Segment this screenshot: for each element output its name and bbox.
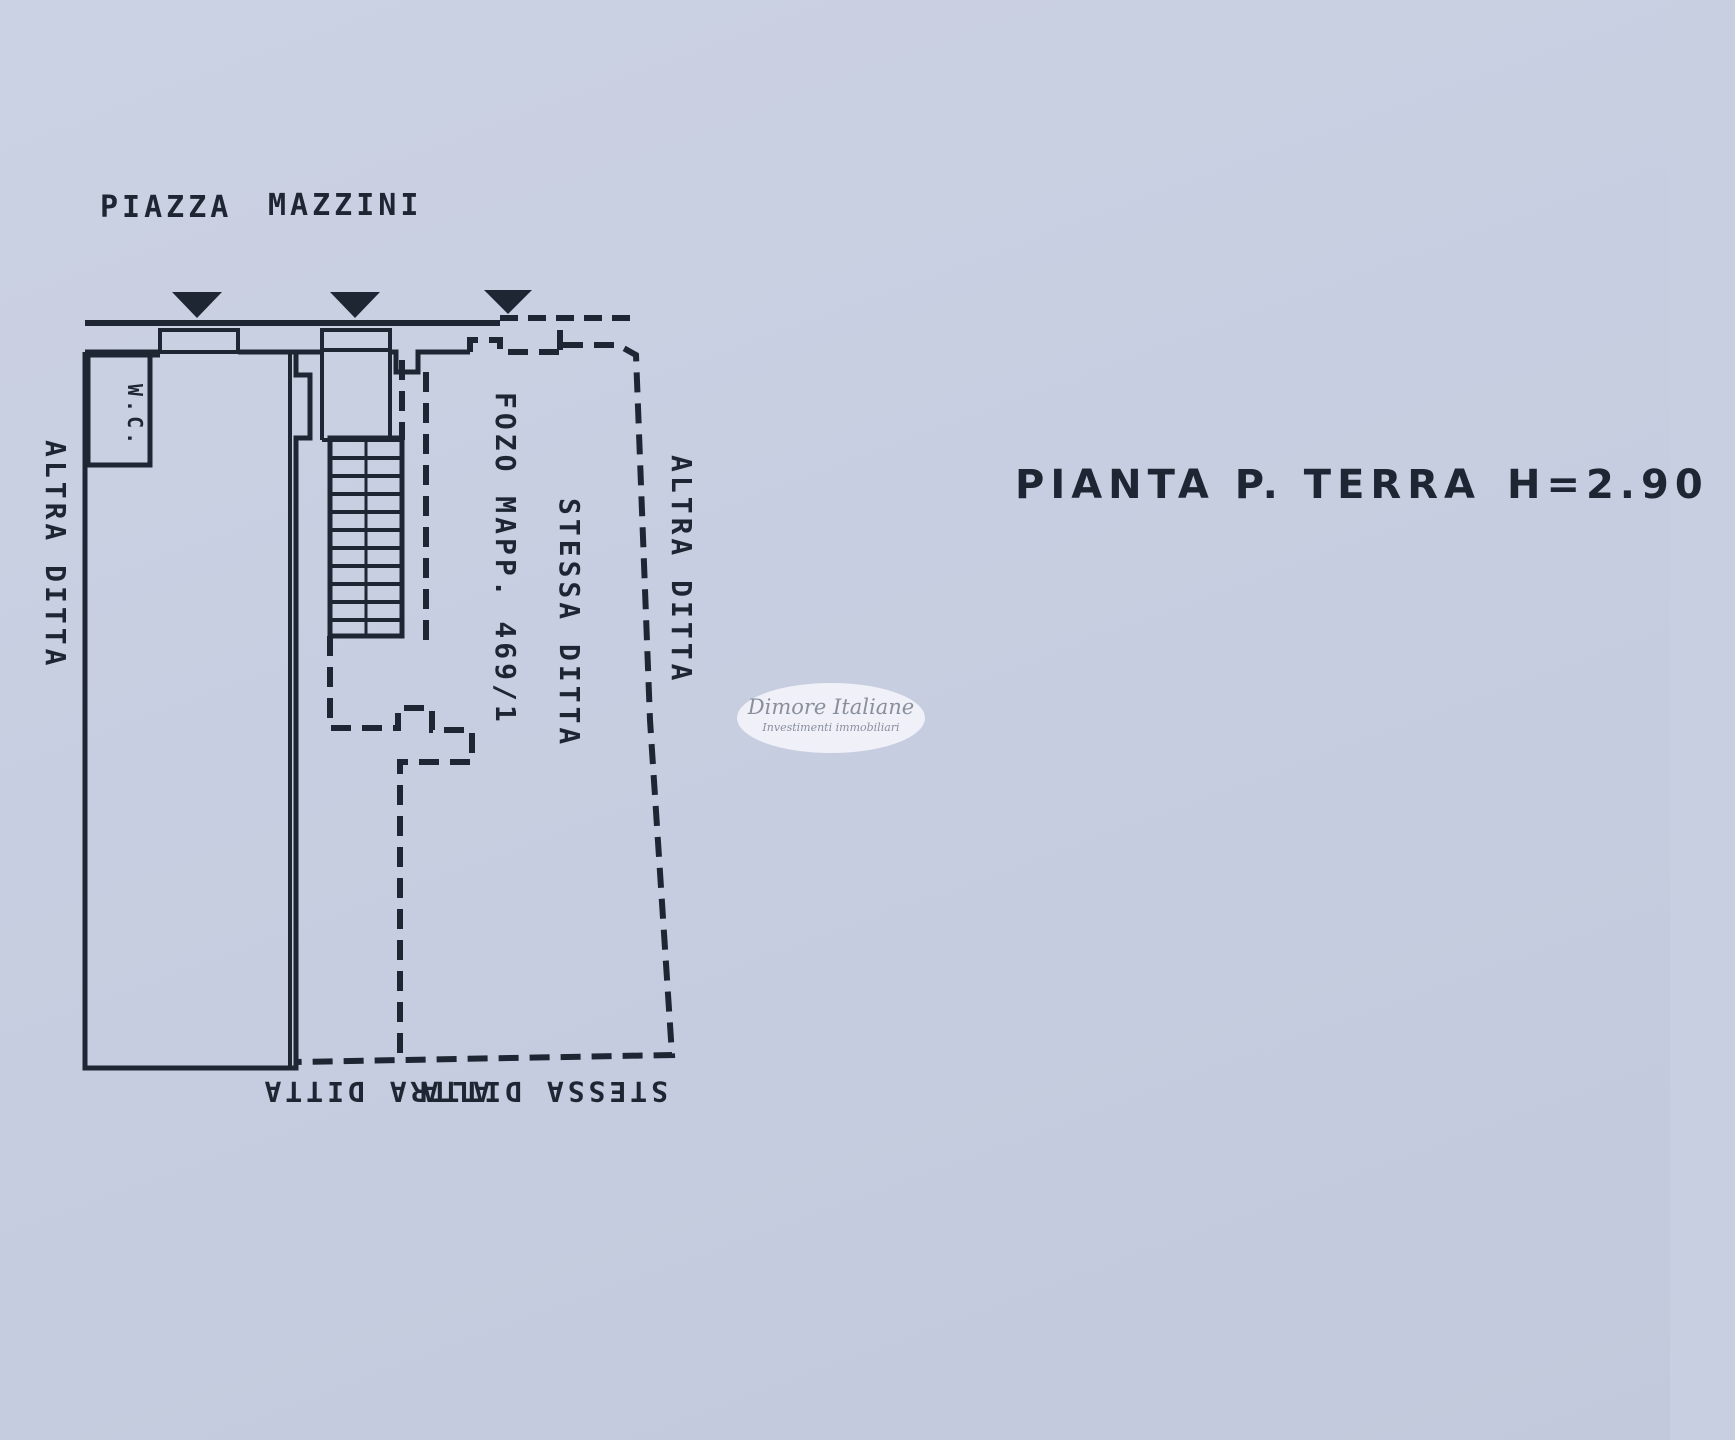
- watermark-subtitle: Investimenti immobiliari: [762, 721, 900, 734]
- door-threshold-1: [158, 328, 240, 354]
- plan-title: PIANTA P. TERRA H=2.90: [1015, 462, 1735, 508]
- street-label-left: PIAZZA: [100, 190, 232, 225]
- street-label-right: MAZZINI: [268, 188, 422, 223]
- center-label-parcel: FOZO MAPP. 469/1: [489, 392, 522, 726]
- stair-block-wall: [296, 349, 470, 375]
- neighbor-label-right: ALTRA DITTA: [665, 455, 698, 684]
- entrance-arrow-2: [330, 292, 380, 318]
- entrance-arrow-1: [172, 292, 222, 318]
- bottom-label-left: ALTRA DITTA: [261, 1075, 490, 1108]
- watermark-name: Dimore Italiane: [747, 695, 915, 719]
- wc-label: W.C.: [123, 384, 147, 448]
- stair-treads: [330, 456, 402, 622]
- floor-plan-drawing: PIAZZA MAZZINI W.C. ALTRA DITTA ALTRA DI…: [39, 188, 698, 1108]
- watermark-logo: Dimore Italiane Investimenti immobiliari: [737, 683, 925, 753]
- door-threshold-2: [320, 328, 392, 352]
- wc-room: [85, 352, 153, 468]
- dashed-boundary: [295, 330, 676, 1065]
- neighbor-label-left: ALTRA DITTA: [39, 440, 72, 669]
- entrance-arrow-3: [484, 290, 532, 314]
- plan-height-text: H=2.90: [1506, 462, 1709, 508]
- bottom-label-right: STESSA DITTA: [418, 1075, 668, 1108]
- left-unit-wall: [82, 349, 313, 1071]
- center-label-owner: STESSA DITTA: [553, 498, 586, 748]
- plan-title-text: PIANTA P. TERRA: [1015, 462, 1481, 508]
